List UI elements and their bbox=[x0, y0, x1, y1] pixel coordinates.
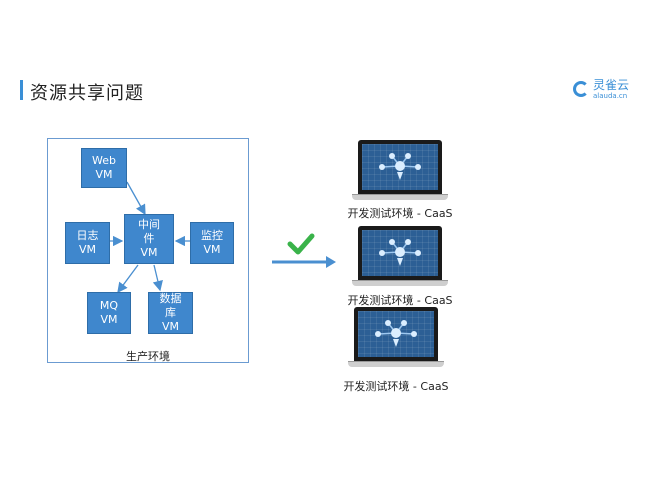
production-environment-box bbox=[47, 138, 249, 363]
node-log-vm: 日志 VM bbox=[65, 222, 110, 264]
logo-text-en: alauda.cn bbox=[593, 92, 628, 100]
laptop-1 bbox=[352, 140, 448, 200]
laptop-2-caption: 开发测试环境 - CaaS bbox=[347, 294, 453, 307]
title-accent-bar bbox=[20, 80, 23, 100]
logo-text-cn: 灵雀云 bbox=[593, 78, 630, 92]
logo-mark-icon bbox=[573, 81, 589, 97]
laptop-2 bbox=[352, 226, 448, 286]
node-middleware-vm: 中间 件 VM bbox=[124, 214, 174, 264]
edge-middleware-to-db bbox=[152, 264, 163, 292]
cluster-icon bbox=[362, 230, 438, 276]
alauda-logo: 灵雀云 alauda.cn bbox=[573, 78, 633, 104]
edge-web-to-middleware bbox=[126, 181, 146, 216]
production-environment-label: 生产环境 bbox=[126, 350, 170, 363]
laptop-1-caption: 开发测试环境 - CaaS bbox=[347, 207, 453, 220]
page-title: 资源共享问题 bbox=[30, 83, 144, 104]
checkmark-icon bbox=[287, 233, 315, 255]
node-database-vm: 数据 库 VM bbox=[148, 292, 193, 334]
cluster-icon bbox=[358, 311, 434, 357]
node-web-vm: Web VM bbox=[81, 148, 127, 188]
node-mq-vm: MQ VM bbox=[87, 292, 131, 334]
edge-middleware-to-mq bbox=[117, 264, 139, 294]
cluster-icon bbox=[362, 144, 438, 190]
laptop-3-caption: 开发测试环境 - CaaS bbox=[343, 380, 449, 393]
transfer-arrow bbox=[272, 233, 336, 268]
node-monitor-vm: 监控 VM bbox=[190, 222, 234, 264]
laptop-3 bbox=[348, 307, 444, 367]
